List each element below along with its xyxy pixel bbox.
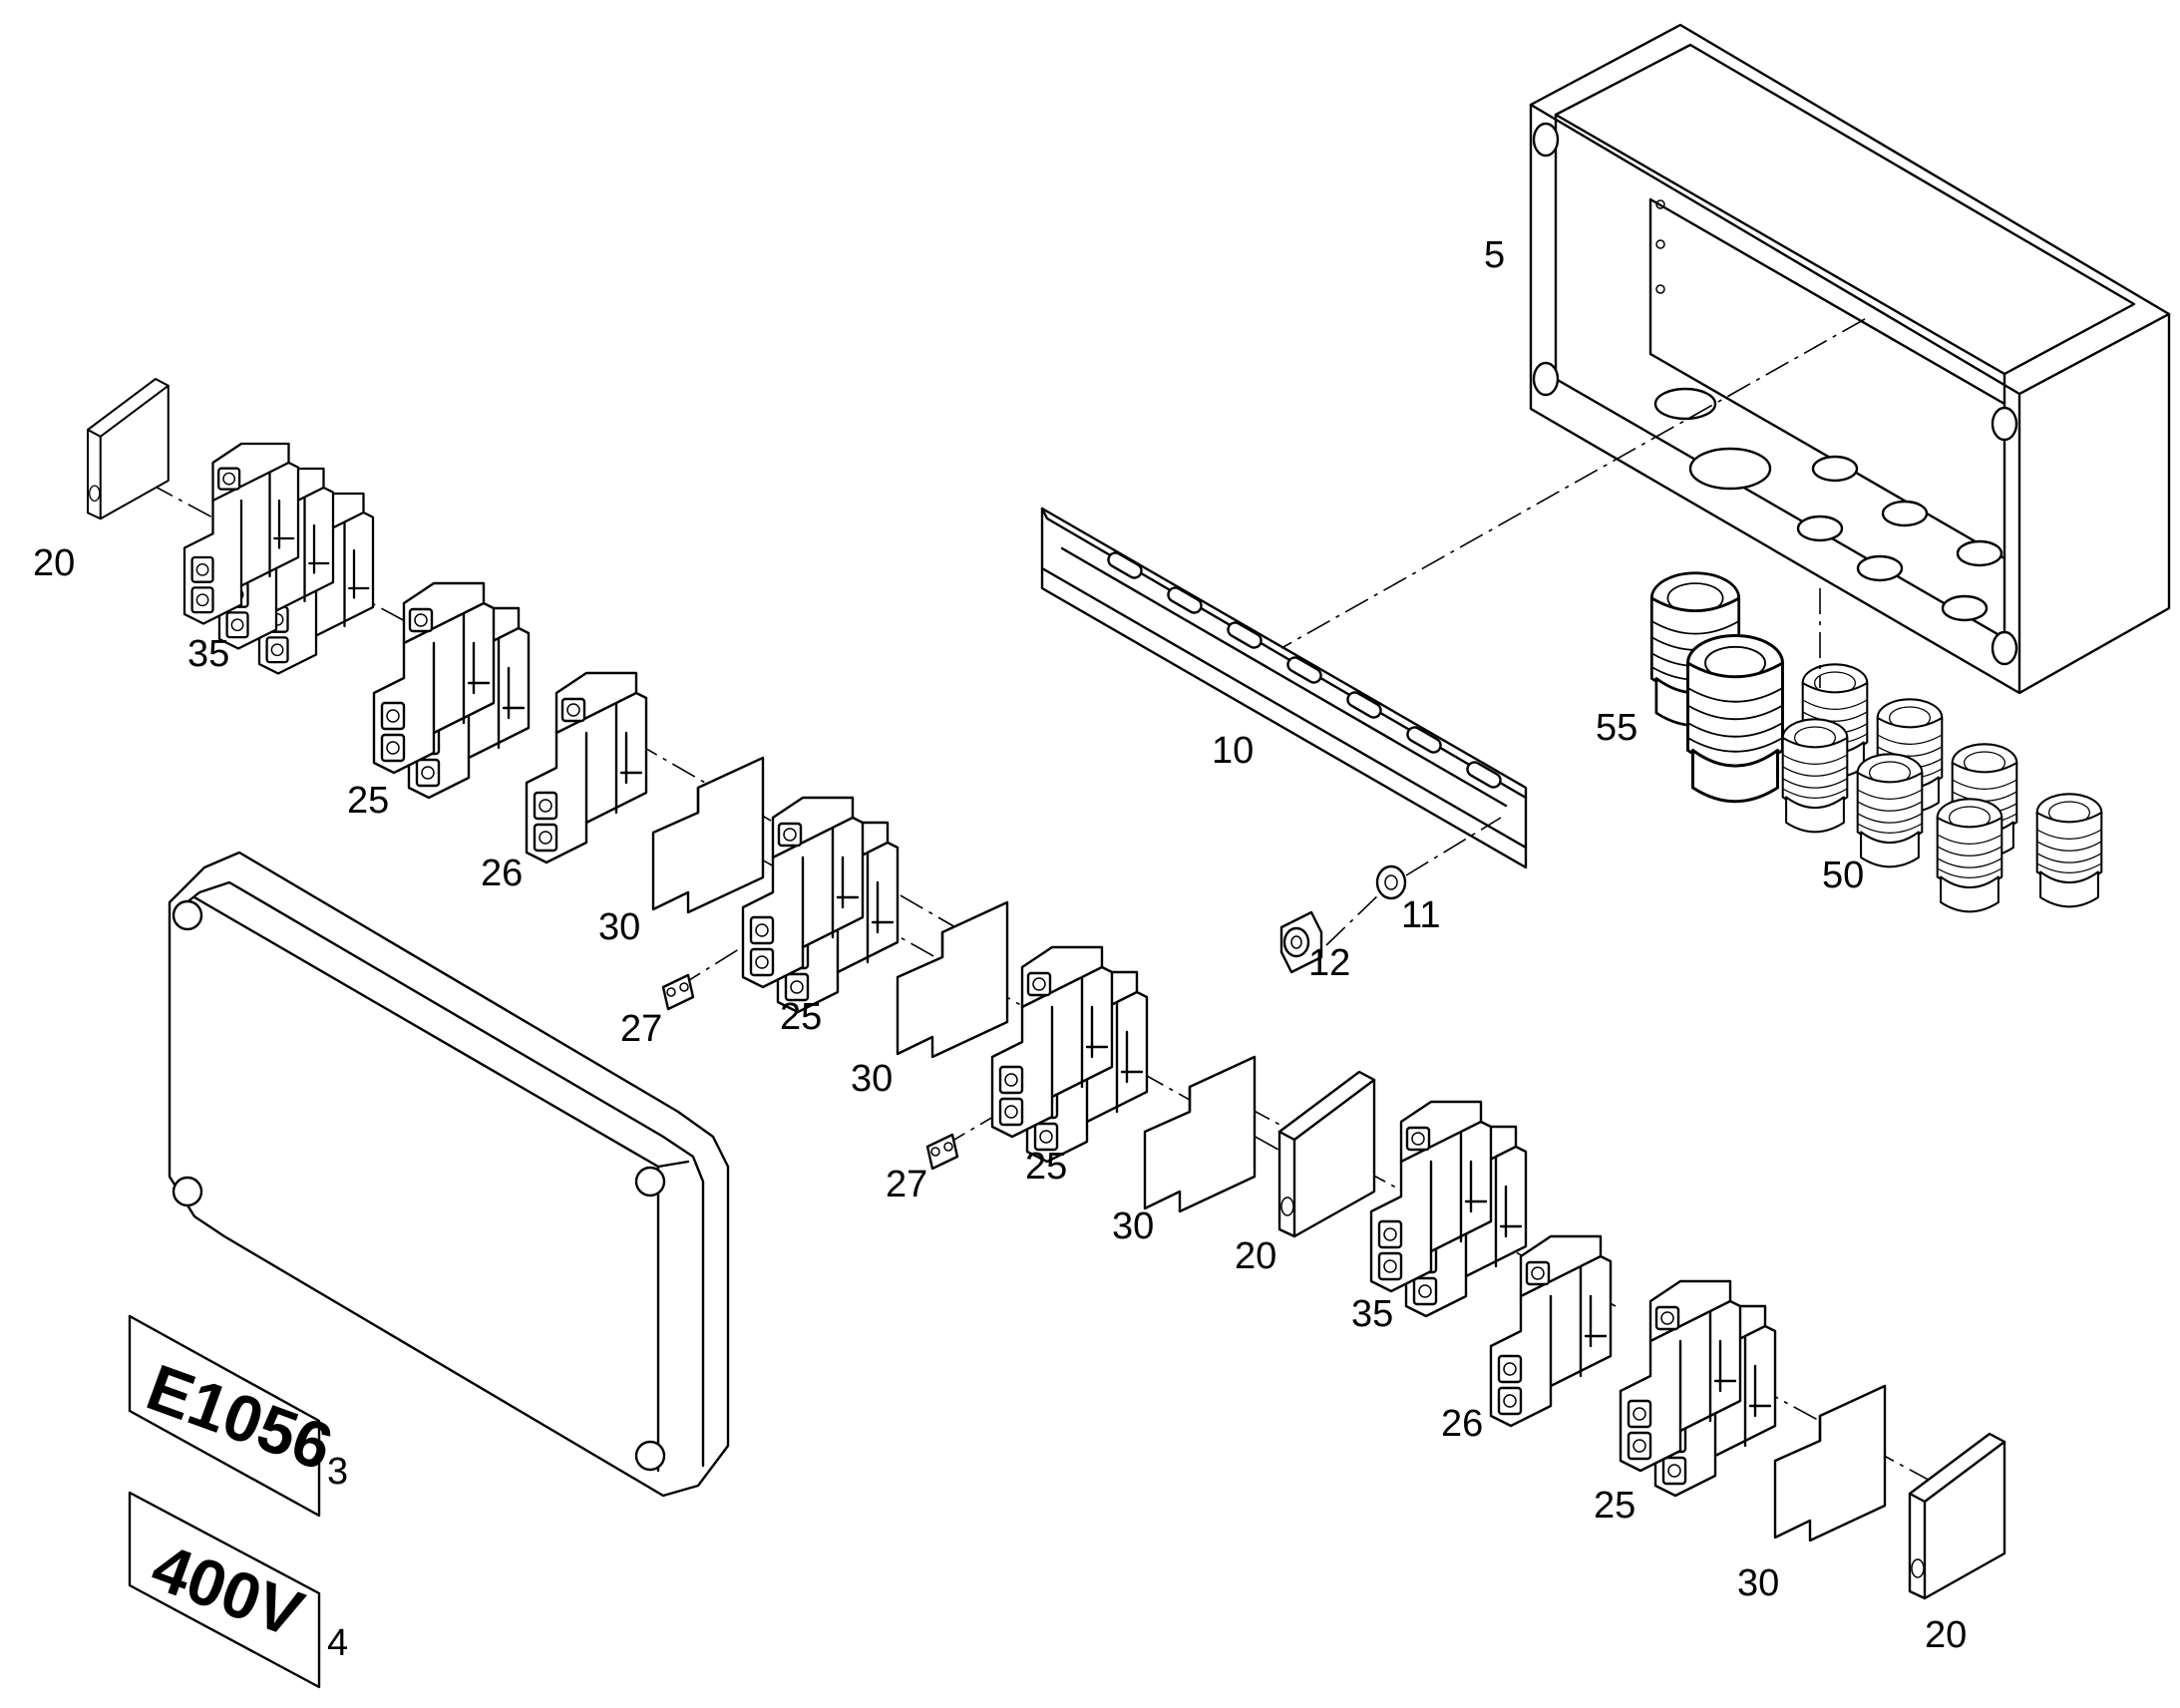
label-enclosure: 5 — [1484, 234, 1505, 276]
voltage-plate: 400V — [128, 1491, 321, 1689]
label-separator-30-c: 30 — [1112, 1205, 1154, 1247]
label-lid-plate: 3 — [327, 1451, 348, 1493]
label-washer: 11 — [1401, 894, 1440, 936]
label-terminal-26-a: 26 — [481, 853, 523, 894]
label-terminal-26-b: 26 — [1441, 1403, 1483, 1445]
code-plate: E1056 — [128, 1314, 342, 1518]
label-separator-30-a: 30 — [598, 906, 640, 948]
label-bridge-27-b: 27 — [886, 1164, 927, 1205]
label-terminal-35-a: 35 — [187, 633, 229, 675]
label-voltage-plate: 4 — [327, 1622, 348, 1664]
washer — [1375, 864, 1407, 900]
separator-30-d — [1773, 1384, 1887, 1542]
end-plate-middle — [1277, 1070, 1376, 1238]
terminal-26-left — [525, 671, 648, 864]
label-separator-30-d: 30 — [1737, 1562, 1779, 1604]
separator-30-c — [1143, 1055, 1257, 1213]
label-terminal-25-b: 25 — [780, 996, 822, 1038]
bridge-27-b — [925, 1133, 959, 1171]
label-gland-small: 50 — [1822, 854, 1864, 896]
label-gland-large: 55 — [1596, 707, 1637, 749]
label-terminal-25-c: 25 — [1025, 1146, 1067, 1188]
terminal-35-middle — [1369, 1100, 1528, 1318]
terminal-25-row1 — [372, 581, 531, 800]
din-rail — [1040, 507, 1528, 869]
label-screw: 12 — [1308, 942, 1350, 984]
label-bridge-27-a: 27 — [620, 1008, 662, 1050]
label-terminal-35-b: 35 — [1351, 1293, 1393, 1335]
separator-30-a — [651, 756, 765, 914]
screw — [1279, 910, 1323, 974]
part-labels: 5 20 35 25 26 30 27 25 30 27 25 30 20 35… — [33, 234, 1967, 1664]
end-plate-top — [86, 377, 170, 520]
terminal-25-right — [1619, 1279, 1777, 1498]
label-din-rail: 10 — [1212, 730, 1254, 772]
enclosure-lid — [168, 851, 730, 1498]
terminal-25-row3 — [990, 945, 1149, 1164]
label-end-plate-b: 20 — [1235, 1235, 1276, 1277]
label-end-plate-c: 20 — [1925, 1614, 1967, 1656]
terminal-25-row2 — [741, 796, 900, 1014]
terminal-26-right — [1489, 1234, 1613, 1428]
label-separator-30-b: 30 — [851, 1058, 893, 1100]
enclosure-box — [1529, 23, 2171, 695]
label-end-plate-a: 20 — [33, 542, 75, 584]
label-terminal-25-a: 25 — [347, 780, 389, 822]
end-plate-right — [1908, 1432, 2006, 1600]
label-terminal-25-d: 25 — [1594, 1485, 1635, 1527]
bridge-27-a — [661, 973, 695, 1011]
